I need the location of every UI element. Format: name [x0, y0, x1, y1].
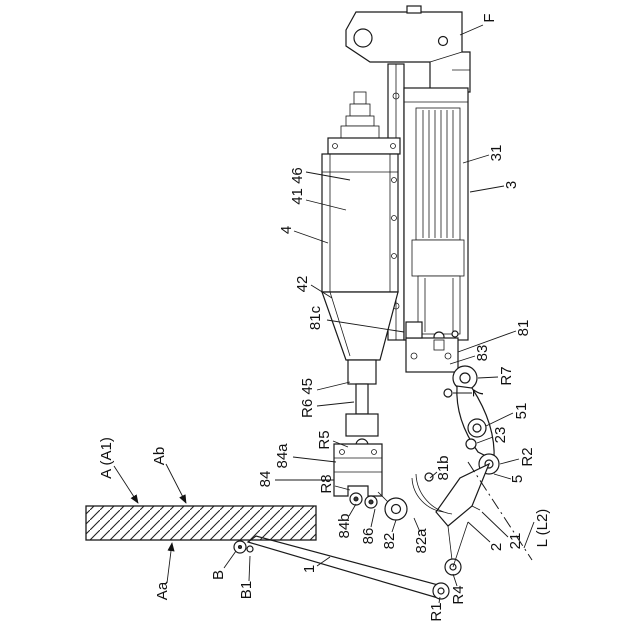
- leader-line-86: [370, 508, 376, 528]
- leader-line-2: [467, 521, 491, 543]
- label-21: 21: [507, 533, 524, 550]
- leader-line-B: [223, 550, 237, 569]
- leader-line-B1: [248, 555, 251, 582]
- leader-line-5: [493, 473, 512, 480]
- label-1: 1: [301, 565, 318, 573]
- leader-line-R1: [438, 596, 441, 604]
- label-81: 81: [515, 320, 532, 337]
- label-R2: R2: [519, 447, 536, 466]
- label-83: 83: [474, 345, 491, 362]
- leader-line-R2: [499, 458, 520, 465]
- leader-line-R7: [477, 376, 499, 379]
- label-86: 86: [360, 528, 377, 545]
- leader-line-84a: [292, 456, 337, 463]
- leader-line-1: [316, 556, 331, 567]
- label-51: 51: [513, 403, 530, 420]
- label-84a: 84a: [274, 443, 291, 469]
- label-4: 4: [278, 226, 295, 234]
- label-A-A1: A (A1): [98, 437, 115, 479]
- label-84: 84: [257, 471, 274, 488]
- frame-bracket: [345, 5, 471, 93]
- label-7: 7: [470, 389, 487, 397]
- leader-line-81b: [429, 471, 438, 479]
- leader-line-23: [476, 436, 494, 444]
- leader-line-R6-45: [316, 381, 351, 391]
- leader-line-21: [481, 511, 509, 538]
- leader-line-R4: [452, 573, 458, 587]
- label-L-L2: L (L2): [534, 509, 551, 548]
- driver-cylinder: [321, 91, 401, 452]
- axis-line-L: [467, 461, 533, 561]
- leader-line-83: [449, 355, 476, 365]
- label-B1: B1: [238, 581, 255, 599]
- label-31: 31: [488, 145, 505, 162]
- label-41-46: 41 46: [289, 167, 306, 205]
- label-R5: R5: [316, 430, 333, 449]
- guide-unit: [403, 87, 469, 343]
- leader-line-42: [310, 284, 333, 299]
- label-81b: 81b: [435, 455, 452, 480]
- leader-line-4: [293, 230, 329, 244]
- label-F: F: [481, 13, 498, 22]
- leader-line-A-A1: [113, 465, 139, 504]
- label-23: 23: [492, 427, 509, 444]
- label-5: 5: [509, 475, 526, 483]
- leader-line-Ab: [165, 463, 187, 504]
- leader-line-41-46: [305, 199, 347, 211]
- leader-line-81c: [326, 319, 405, 333]
- leader-line-82: [391, 519, 397, 533]
- label-81c: 81c: [307, 305, 324, 330]
- label-R4: R4: [450, 585, 467, 604]
- leader-line-51: [485, 412, 514, 427]
- label-R6-45: R6 45: [299, 378, 316, 418]
- leader-line-R5: [332, 440, 349, 448]
- label-R1: R1: [428, 602, 445, 621]
- label-Aa: Aa: [154, 581, 171, 600]
- label-R7: R7: [498, 366, 515, 385]
- leader-line-R8: [334, 485, 351, 491]
- bracket-84: [333, 443, 408, 521]
- workpiece-plate: [85, 505, 317, 554]
- leader-line-F: [459, 24, 484, 36]
- leader-line-81: [457, 330, 517, 353]
- linkage-assembly: [405, 321, 500, 561]
- label-Ab: Ab: [151, 447, 168, 465]
- lower-arm: [246, 521, 469, 600]
- label-42: 42: [294, 276, 311, 293]
- leader-line-82a: [413, 517, 421, 533]
- leader-line-3: [469, 185, 505, 193]
- label-R8: R8: [318, 474, 335, 493]
- leader-line-R6-45: [316, 401, 355, 407]
- label-82a: 82a: [413, 528, 430, 554]
- leader-line-31: [462, 154, 490, 164]
- label-84b: 84b: [336, 513, 353, 538]
- label-B: B: [210, 570, 227, 580]
- label-82: 82: [381, 533, 398, 550]
- label-3: 3: [503, 181, 520, 189]
- leader-line-41-46: [305, 171, 351, 181]
- label-2: 2: [488, 543, 505, 551]
- leader-line-Aa: [166, 542, 175, 584]
- leader-line-84b: [348, 503, 357, 517]
- leader-line-L-L2: [523, 521, 535, 549]
